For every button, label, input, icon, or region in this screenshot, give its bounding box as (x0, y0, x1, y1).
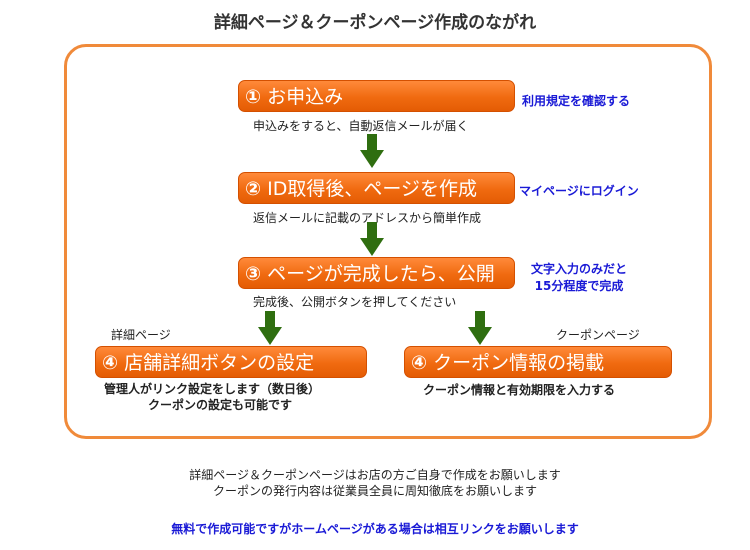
step-3-description: 完成後、公開ボタンを押してください (253, 295, 457, 309)
page-title: 詳細ページ＆クーポンページ作成のながれ (213, 13, 537, 33)
step-4a-description-line-1: 管理人がリンク設定をします（数日後） (104, 382, 321, 396)
step-4b-label: クーポン情報の掲載 (433, 352, 605, 374)
step-2-number: ② (245, 178, 262, 200)
footer-note-2: クーポンの発行内容は従業員全員に周知徹底をお願いします (212, 484, 537, 498)
step-3-note-line-2: 15分程度で完成 (534, 279, 624, 293)
step-1-number: ① (245, 86, 262, 108)
arrow-down-icon (360, 222, 384, 256)
step-4a-description: 管理人がリンク設定をします（数日後） クーポンの設定も可能です (104, 381, 320, 413)
step-3-number: ③ (245, 263, 262, 285)
mypage-login-link[interactable]: マイページにログイン (519, 184, 639, 198)
step-2-label: ID取得後、ページを作成 (267, 178, 477, 200)
terms-link[interactable]: 利用規定を確認する (522, 94, 631, 108)
step-3-note-line-1: 文字入力のみだと (530, 262, 627, 276)
coupon-page-tag: クーポンページ (556, 328, 640, 342)
arrow-down-icon (468, 311, 492, 345)
step-4b-description: クーポン情報と有効期限を入力する (423, 383, 616, 397)
step-2-description: 返信メールに記載のアドレスから簡単作成 (253, 211, 482, 225)
step-4a-label: 店舗詳細ボタンの設定 (124, 352, 315, 374)
step-4a-description-line-2: クーポンの設定も可能です (148, 398, 293, 412)
footer-note-1: 詳細ページ＆クーポンページはお店の方ご自身で作成をお願いします (189, 468, 561, 482)
arrow-down-icon (360, 134, 384, 168)
mutual-link-note[interactable]: 無料で作成可能ですがホームページがある場合は相互リンクをお願いします (171, 522, 579, 536)
step-1-label: お申込み (267, 86, 344, 108)
step-3-label: ページが完成したら、公開 (267, 263, 495, 285)
step-4b-number: ④ (411, 352, 428, 374)
flow-frame (64, 44, 712, 439)
detail-page-tag: 詳細ページ (111, 328, 171, 342)
step-1-description: 申込みをすると、自動返信メールが届く (253, 119, 469, 133)
step-4a-number: ④ (102, 352, 119, 374)
arrow-down-icon (258, 311, 282, 345)
step-3-note: 文字入力のみだと 15分程度で完成 (522, 260, 636, 294)
